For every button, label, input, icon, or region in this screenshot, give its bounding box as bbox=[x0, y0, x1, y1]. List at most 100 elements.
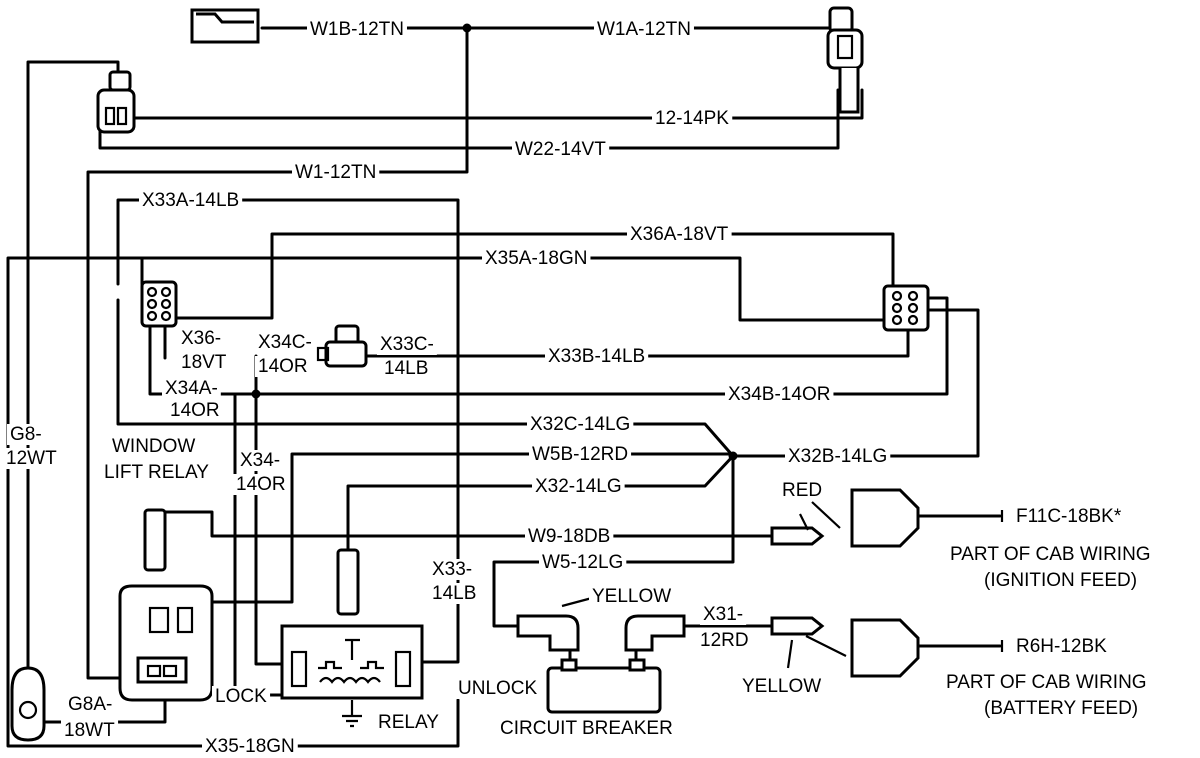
label-backing bbox=[233, 474, 289, 495]
red-bullet-connector bbox=[770, 501, 841, 546]
label-battery-feed-l1: PART OF CAB WIRING bbox=[946, 672, 1147, 693]
label-backing bbox=[1013, 636, 1111, 657]
label-x33-14lb-l1: X33- bbox=[432, 559, 472, 580]
wire-breaker-post bbox=[568, 648, 638, 664]
label-x35-18gn: X35-18GN bbox=[205, 736, 295, 757]
label-backing bbox=[237, 450, 284, 471]
label-backing bbox=[375, 712, 443, 733]
label-g8-12wt-l2: 12WT bbox=[6, 448, 57, 469]
label-backing bbox=[109, 436, 199, 457]
wire-g8-12wt bbox=[26, 60, 120, 674]
label-x34c-14or-l1: X34C- bbox=[258, 332, 312, 353]
label-relay: RELAY bbox=[378, 712, 439, 733]
wire-x36a-18vt bbox=[174, 232, 895, 320]
wire-labels: W1B-12TN W1A-12TN 12-14PK W22-14VT W1-12… bbox=[3, 19, 1125, 757]
label-x34a-14or-l2: 14OR bbox=[170, 400, 220, 421]
label-window-lift-relay-l2: LIFT RELAY bbox=[104, 462, 209, 483]
label-backing bbox=[61, 720, 119, 741]
label-backing bbox=[101, 462, 213, 483]
label-backing bbox=[3, 448, 61, 469]
label-backing bbox=[947, 544, 1154, 565]
label-x32b-14lg: X32B-14LG bbox=[788, 446, 887, 467]
window-lift-switch-block bbox=[118, 584, 214, 702]
wire-x32-14lg bbox=[346, 454, 735, 552]
label-backing bbox=[381, 358, 432, 379]
label-g8a-18wt-l1: G8A- bbox=[68, 694, 112, 715]
label-backing bbox=[255, 332, 315, 353]
label-backing bbox=[162, 378, 221, 399]
label-x34-14or-l2: 14OR bbox=[236, 474, 286, 495]
label-backing bbox=[525, 526, 614, 547]
wire-x33a-14lb bbox=[116, 198, 460, 664]
label-w22-14vt: W22-14VT bbox=[515, 139, 606, 160]
label-backing bbox=[377, 334, 437, 355]
label-backing bbox=[167, 400, 223, 421]
label-x32c-14lg: X32C-14LG bbox=[530, 414, 630, 435]
label-backing bbox=[545, 346, 649, 367]
label-backing bbox=[212, 686, 271, 707]
label-backing bbox=[1013, 506, 1125, 527]
label-x32-14lg: X32-14LG bbox=[535, 476, 622, 497]
label-yellow-top: YELLOW bbox=[592, 586, 671, 607]
relay-unit bbox=[280, 624, 424, 728]
junction-dot bbox=[728, 451, 738, 461]
label-backing bbox=[292, 162, 380, 183]
label-backing bbox=[178, 328, 225, 349]
label-circuit-breaker: CIRCUIT BREAKER bbox=[500, 718, 673, 739]
label-backing bbox=[512, 139, 610, 160]
label-w1-12tn: W1-12TN bbox=[295, 162, 376, 183]
label-x33b-14lb: X33B-14LB bbox=[548, 346, 645, 367]
label-backing bbox=[482, 248, 591, 269]
label-x36-18vt-l2: 18VT bbox=[181, 352, 227, 373]
label-x31-12rd-l2: 12RD bbox=[700, 630, 749, 651]
circuit-breaker-unit bbox=[516, 614, 686, 714]
label-red: RED bbox=[782, 480, 822, 501]
label-backing bbox=[255, 356, 311, 377]
label-x33c-14lb-l1: X33C- bbox=[380, 334, 434, 355]
label-f11c-18bk: F11C-18BK* bbox=[1016, 506, 1122, 527]
label-x35a-18gn: X35A-18GN bbox=[485, 248, 587, 269]
label-backing bbox=[497, 718, 676, 739]
label-r6h-12bk: R6H-12BK bbox=[1016, 636, 1107, 657]
label-backing bbox=[527, 414, 634, 435]
label-w1a-12tn: W1A-12TN bbox=[597, 19, 691, 40]
junction-dot bbox=[251, 389, 261, 399]
label-window-lift-relay-l1: WINDOW bbox=[112, 436, 195, 457]
left-switch-connector bbox=[96, 70, 136, 134]
middle-terminal bbox=[336, 548, 360, 616]
ground-terminal bbox=[10, 666, 46, 742]
label-w1b-12tn: W1B-12TN bbox=[310, 19, 404, 40]
label-backing bbox=[429, 583, 480, 604]
wire-x34c-14or bbox=[254, 354, 292, 666]
wire-x32c-14lg bbox=[116, 298, 735, 458]
wire-w5-12lg bbox=[492, 454, 735, 628]
label-g8a-18wt-l2: 18WT bbox=[64, 720, 115, 741]
label-x34a-14or-l1: X34A- bbox=[165, 378, 218, 399]
label-yellow-bottom: YELLOW bbox=[742, 676, 821, 697]
x34c-x33c-connector bbox=[316, 324, 368, 368]
label-backing bbox=[529, 444, 632, 465]
label-backing bbox=[700, 604, 747, 625]
label-x33c-14lb-l2: 14LB bbox=[384, 358, 428, 379]
label-lock: LOCK bbox=[215, 686, 267, 707]
ignition-feed-plug bbox=[850, 488, 920, 548]
label-backing bbox=[981, 698, 1142, 719]
label-backing bbox=[779, 480, 826, 501]
label-w9-18db: W9-18DB bbox=[528, 526, 610, 547]
top-right-switch-connector bbox=[826, 6, 864, 114]
wire-w5b-12rd bbox=[210, 452, 735, 604]
label-x34-14or-l1: X34- bbox=[240, 450, 280, 471]
label-backing bbox=[429, 559, 476, 580]
wire-x35a-18gn bbox=[140, 256, 890, 322]
label-backing bbox=[739, 676, 825, 697]
wire-x32b-14lg bbox=[731, 308, 980, 458]
label-backing bbox=[981, 570, 1141, 591]
label-x36-18vt-l1: X36- bbox=[181, 328, 221, 349]
label-backing bbox=[178, 352, 230, 373]
label-ignition-feed-l1: PART OF CAB WIRING bbox=[950, 544, 1151, 565]
label-backing bbox=[7, 424, 45, 445]
label-backing bbox=[589, 586, 675, 607]
left-terminal bbox=[143, 508, 167, 572]
window-lift-relay-connector bbox=[140, 280, 178, 328]
yellow-arrow bbox=[561, 596, 593, 608]
